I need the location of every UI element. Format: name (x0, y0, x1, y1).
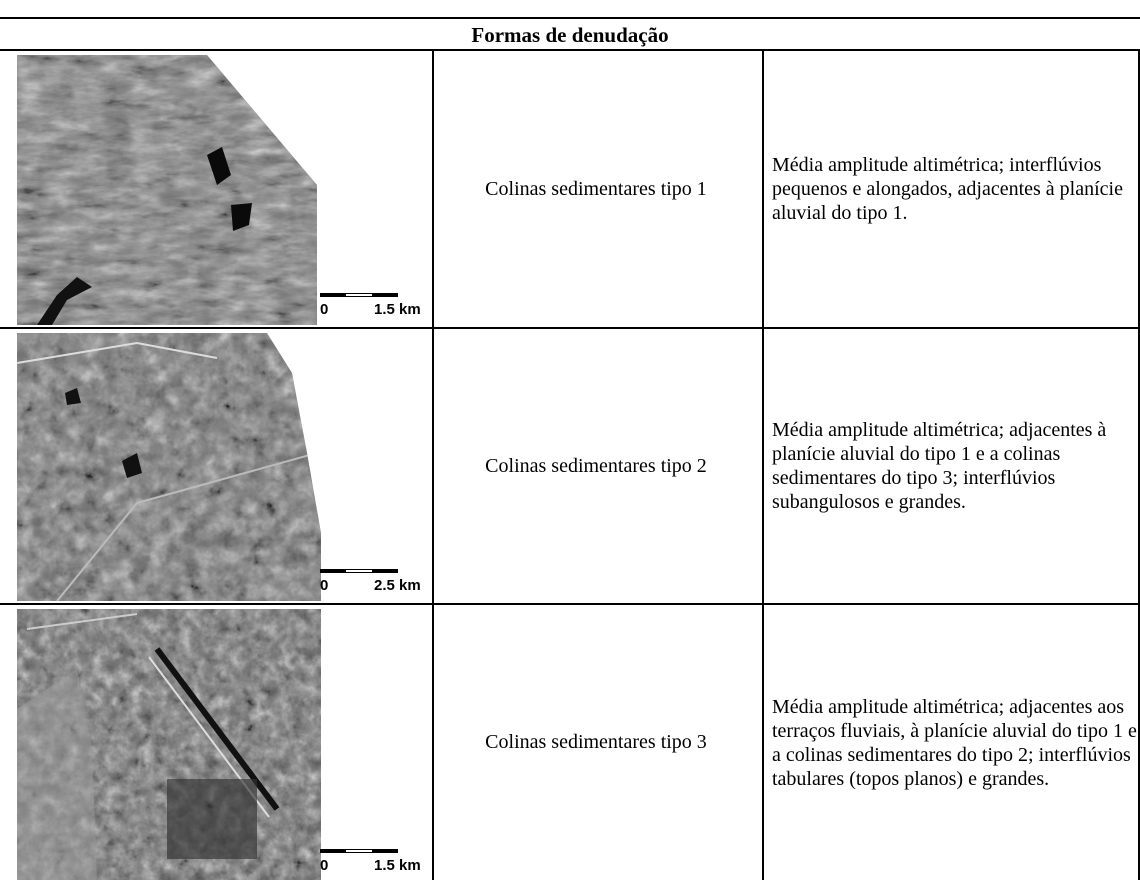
row2-bottom-border (0, 603, 1140, 605)
satellite-image-1 (17, 55, 317, 325)
image-cell: 0 1.5 km (0, 605, 432, 880)
satellite-image-3 (17, 609, 321, 880)
description-text: Média amplitude altimétrica; adjacentes … (772, 419, 1107, 513)
header-bottom-border (0, 49, 1140, 51)
scale-end-label: 2.5 km (374, 577, 421, 594)
satellite-image-2 (17, 333, 321, 601)
description-text: Média amplitude altimétrica; interflúvio… (772, 154, 1123, 224)
landform-description: Média amplitude altimétrica; adjacentes … (772, 329, 1138, 603)
scale-start-label: 0 (320, 301, 329, 318)
scale-end-label: 1.5 km (374, 857, 421, 874)
scale-start-label: 0 (320, 577, 329, 594)
landform-name: Colinas sedimentares tipo 2 (485, 454, 707, 477)
table-top-border (0, 17, 1140, 19)
landform-description: Média amplitude altimétrica; interflúvio… (772, 51, 1138, 327)
row1-bottom-border (0, 327, 1140, 329)
description-text: Média amplitude altimétrica; adjacentes … (772, 695, 1137, 790)
column-divider-2 (762, 49, 764, 880)
landform-name: Colinas sedimentares tipo 3 (485, 731, 707, 753)
image-cell: 0 2.5 km (0, 329, 432, 603)
table-row: 0 1.5 km Colinas sedimentares tipo 1 Méd… (0, 51, 1140, 327)
landform-name: Colinas sedimentares tipo 1 (485, 177, 707, 200)
table-header: Formas de denudação (471, 23, 669, 47)
table-row: 0 1.5 km Colinas sedimentares tipo 3 Méd… (0, 605, 1140, 880)
landform-description: Média amplitude altimétrica; adjacentes … (772, 605, 1138, 880)
table-row: 0 2.5 km Colinas sedimentares tipo 2 Méd… (0, 329, 1140, 603)
scale-end-label: 1.5 km (374, 301, 421, 318)
scale-start-label: 0 (320, 857, 329, 874)
column-divider-1 (432, 49, 434, 880)
image-cell: 0 1.5 km (0, 51, 432, 327)
table-right-border (1138, 49, 1140, 880)
